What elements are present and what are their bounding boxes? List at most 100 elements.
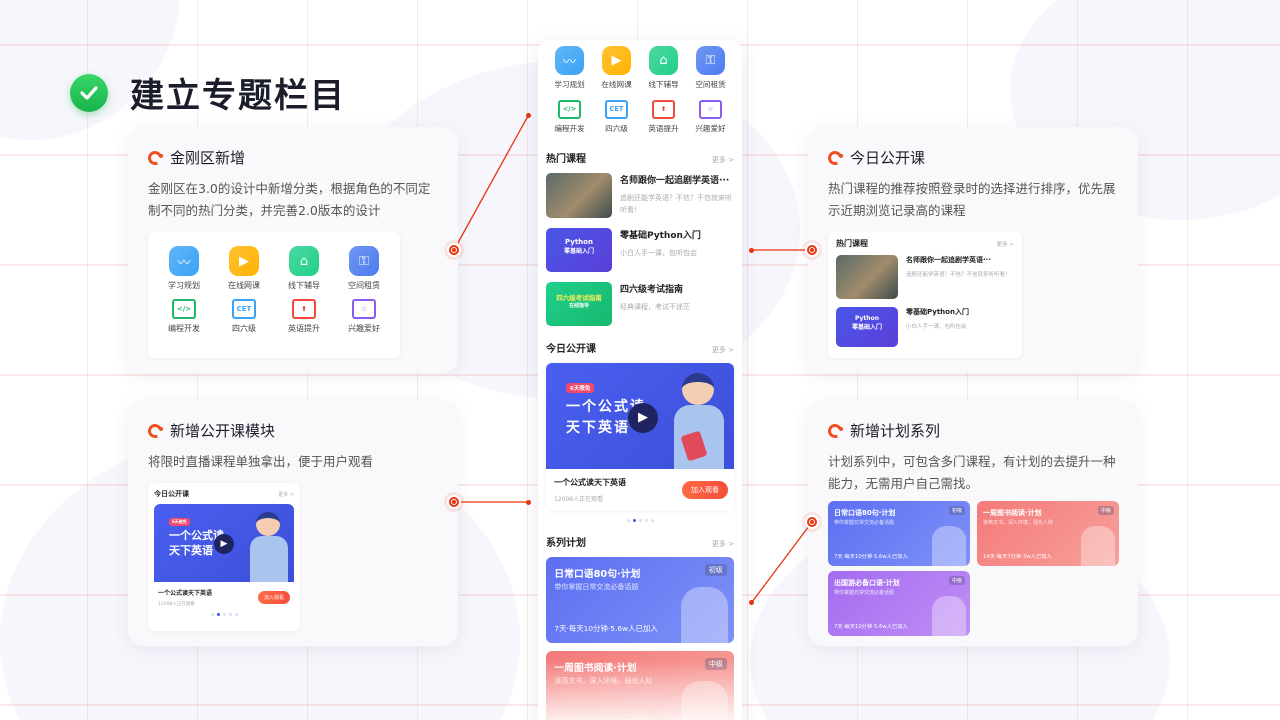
carousel-dots[interactable] bbox=[546, 518, 734, 522]
more-link[interactable]: 更多 > bbox=[278, 492, 294, 498]
kingkong-item[interactable]: 〰学习规划 bbox=[546, 46, 593, 90]
more-link[interactable]: 更多 > bbox=[996, 242, 1014, 248]
thumb-text: Python bbox=[855, 315, 879, 322]
open-course-banner[interactable]: 6天限免 一个公式读天下英语 ▶ bbox=[154, 504, 294, 582]
page-title: 建立专题栏目 bbox=[130, 76, 346, 116]
join-watch-button[interactable]: 加入观看 bbox=[682, 480, 728, 499]
kingkong-item[interactable]: </> 编程开发 bbox=[154, 299, 214, 334]
loading-ring-icon bbox=[146, 148, 164, 167]
more-link[interactable]: 更多 > bbox=[711, 345, 734, 354]
kingkong-item[interactable]: ⚿空间租赁 bbox=[687, 46, 734, 90]
course-title: 名师跟你一起追剧学英语··· bbox=[906, 256, 991, 264]
page-header: 建立专题栏目 bbox=[70, 68, 346, 117]
course-title: 零基础Python入门 bbox=[906, 308, 969, 316]
connector-endpoint bbox=[526, 113, 531, 118]
kingkong-item[interactable]: ⌂线下辅导 bbox=[640, 46, 687, 90]
check-circle-icon bbox=[70, 73, 108, 112]
kingkong-item[interactable]: ▶在线网课 bbox=[214, 246, 274, 291]
course-item[interactable]: 名师跟你一起追剧学英语···追剧还能学英语？不信？不信就来听听看！ bbox=[836, 255, 1014, 299]
level-badge: 初级 bbox=[948, 506, 965, 515]
section-title: 今日公开课 bbox=[546, 343, 596, 355]
plan-subtitle: 带你掌握日常交流必备话题 bbox=[834, 590, 895, 596]
course-thumbnail bbox=[546, 172, 612, 218]
connector-endpoint bbox=[749, 248, 754, 253]
panel-title: 今日公开课 bbox=[850, 149, 926, 167]
course-title: 零基础Python入门 bbox=[620, 230, 701, 241]
arrow-up-icon: ⬆ bbox=[652, 99, 675, 119]
course-thumbnail: 四六级考试指南在线指导 bbox=[546, 281, 612, 326]
carousel-dots[interactable] bbox=[154, 613, 294, 616]
connector-endpoint bbox=[749, 600, 754, 605]
section-title: 热门课程 bbox=[836, 239, 868, 248]
kingkong-label: 在线网课 bbox=[601, 79, 632, 89]
connector-anchor bbox=[805, 515, 819, 529]
thumb-text: 零基础入门 bbox=[563, 247, 594, 255]
thumb-text: 零基础入门 bbox=[851, 324, 882, 331]
connector-anchor bbox=[447, 495, 461, 509]
plan-card[interactable]: 出国游必备口语·计划 中级 带你掌握日常交流必备话题 7天·每天10分钟·5.6… bbox=[828, 571, 970, 636]
star-list-icon: ☆ bbox=[699, 99, 722, 119]
section-title: 今日公开课 bbox=[154, 490, 189, 498]
teacher-illustration bbox=[250, 536, 288, 582]
cet-icon: CET bbox=[605, 99, 628, 119]
loading-ring-icon bbox=[826, 148, 844, 167]
kingkong-item[interactable]: ☆兴趣爱好 bbox=[687, 99, 734, 134]
thumb-text: 在线指导 bbox=[568, 302, 589, 309]
kingkong-item[interactable]: ▶ 在线网课 bbox=[593, 46, 640, 90]
plan-card[interactable]: 一周图书阅读·计划 中级 读英文书，深入环境，强化人际 14天·每天7分钟·3w… bbox=[977, 501, 1119, 566]
cet-icon: CET bbox=[232, 299, 256, 319]
kingkong-item[interactable]: 〰学习规划 bbox=[154, 246, 214, 291]
star-list-icon: ☆ bbox=[352, 299, 376, 319]
kingkong-label: 英语提升 bbox=[288, 324, 320, 333]
panel-description: 计划系列中，可包含多门课程，有计划的去提升一种能力，无需用户自己需找。 bbox=[828, 454, 1116, 491]
kingkong-label: 在线网课 bbox=[228, 281, 260, 290]
plan-meta: 14天·每天7分钟·3w人已加入 bbox=[983, 554, 1052, 560]
level-badge: 中级 bbox=[1097, 506, 1114, 515]
kingkong-item[interactable]: ⬆英语提升 bbox=[640, 99, 687, 134]
plan-illustration bbox=[932, 596, 966, 636]
open-course-banner[interactable]: 6天限免 一个公式读天下英语 ▶ bbox=[546, 362, 734, 469]
kingkong-label: 兴趣爱好 bbox=[348, 324, 380, 333]
course-title: 四六级考试指南 bbox=[620, 284, 684, 295]
panel-heading: 新增公开课模块 bbox=[146, 420, 438, 441]
kingkong-item[interactable]: ☆ 兴趣爱好 bbox=[334, 299, 394, 334]
play-icon[interactable]: ▶ bbox=[628, 402, 658, 433]
course-subtitle: 小白人手一课，包听包会 bbox=[620, 248, 697, 257]
panel-heading: 今日公开课 bbox=[826, 147, 1118, 168]
play-icon[interactable]: ▶ bbox=[214, 534, 234, 554]
join-watch-button[interactable]: 加入观看 bbox=[257, 591, 290, 604]
viewer-count: 12098人正在观看 bbox=[158, 602, 195, 607]
level-badge: 初级 bbox=[704, 563, 727, 576]
banner-line: 一个公式读 bbox=[566, 398, 646, 415]
course-thumbnail bbox=[836, 255, 898, 299]
course-item[interactable]: 名师跟你一起追剧学英语···追剧还能学英语？不信？不信就来听听看！ bbox=[546, 172, 734, 218]
plan-title: 出国游必备口语·计划 bbox=[834, 579, 900, 587]
plan-title: 一周图书阅读·计划 bbox=[983, 509, 1042, 517]
section-title: 热门课程 bbox=[546, 153, 586, 165]
section-title: 系列计划 bbox=[546, 537, 586, 549]
panel-description: 将限时直播课程单独拿出，便于用户观看 bbox=[148, 454, 374, 469]
plan-card[interactable]: 日常口语80句·计划 初级 带你掌握日常交流必备话题 7天·每天10分钟·5.6… bbox=[828, 501, 970, 566]
code-icon: </> bbox=[172, 299, 196, 319]
connector-anchor bbox=[447, 243, 461, 257]
kingkong-item[interactable]: ⌂线下辅导 bbox=[274, 246, 334, 291]
plan-card[interactable]: 日常口语80句·计划 初级 带你掌握日常交流必备话题 7天·每天10分钟·5.6… bbox=[546, 556, 734, 643]
key-icon: ⚿ bbox=[696, 46, 725, 75]
video-play-icon: ▶ bbox=[602, 46, 631, 75]
more-link[interactable]: 更多 > bbox=[711, 155, 734, 164]
kingkong-label: 编程开发 bbox=[554, 123, 585, 133]
kingkong-item[interactable]: </>编程开发 bbox=[546, 99, 593, 134]
kingkong-item[interactable]: ⬆英语提升 bbox=[274, 299, 334, 334]
course-item[interactable]: 四六级考试指南在线指导 四六级考试指南经典课程，考试不迷茫 bbox=[546, 281, 734, 326]
plan-subtitle: 带你掌握日常交流必备话题 bbox=[834, 520, 895, 526]
key-icon: ⚿ bbox=[349, 246, 379, 276]
kingkong-label: 编程开发 bbox=[168, 324, 200, 333]
kingkong-item[interactable]: ⚿空间租赁 bbox=[334, 246, 394, 291]
more-link[interactable]: 更多 > bbox=[711, 539, 734, 548]
